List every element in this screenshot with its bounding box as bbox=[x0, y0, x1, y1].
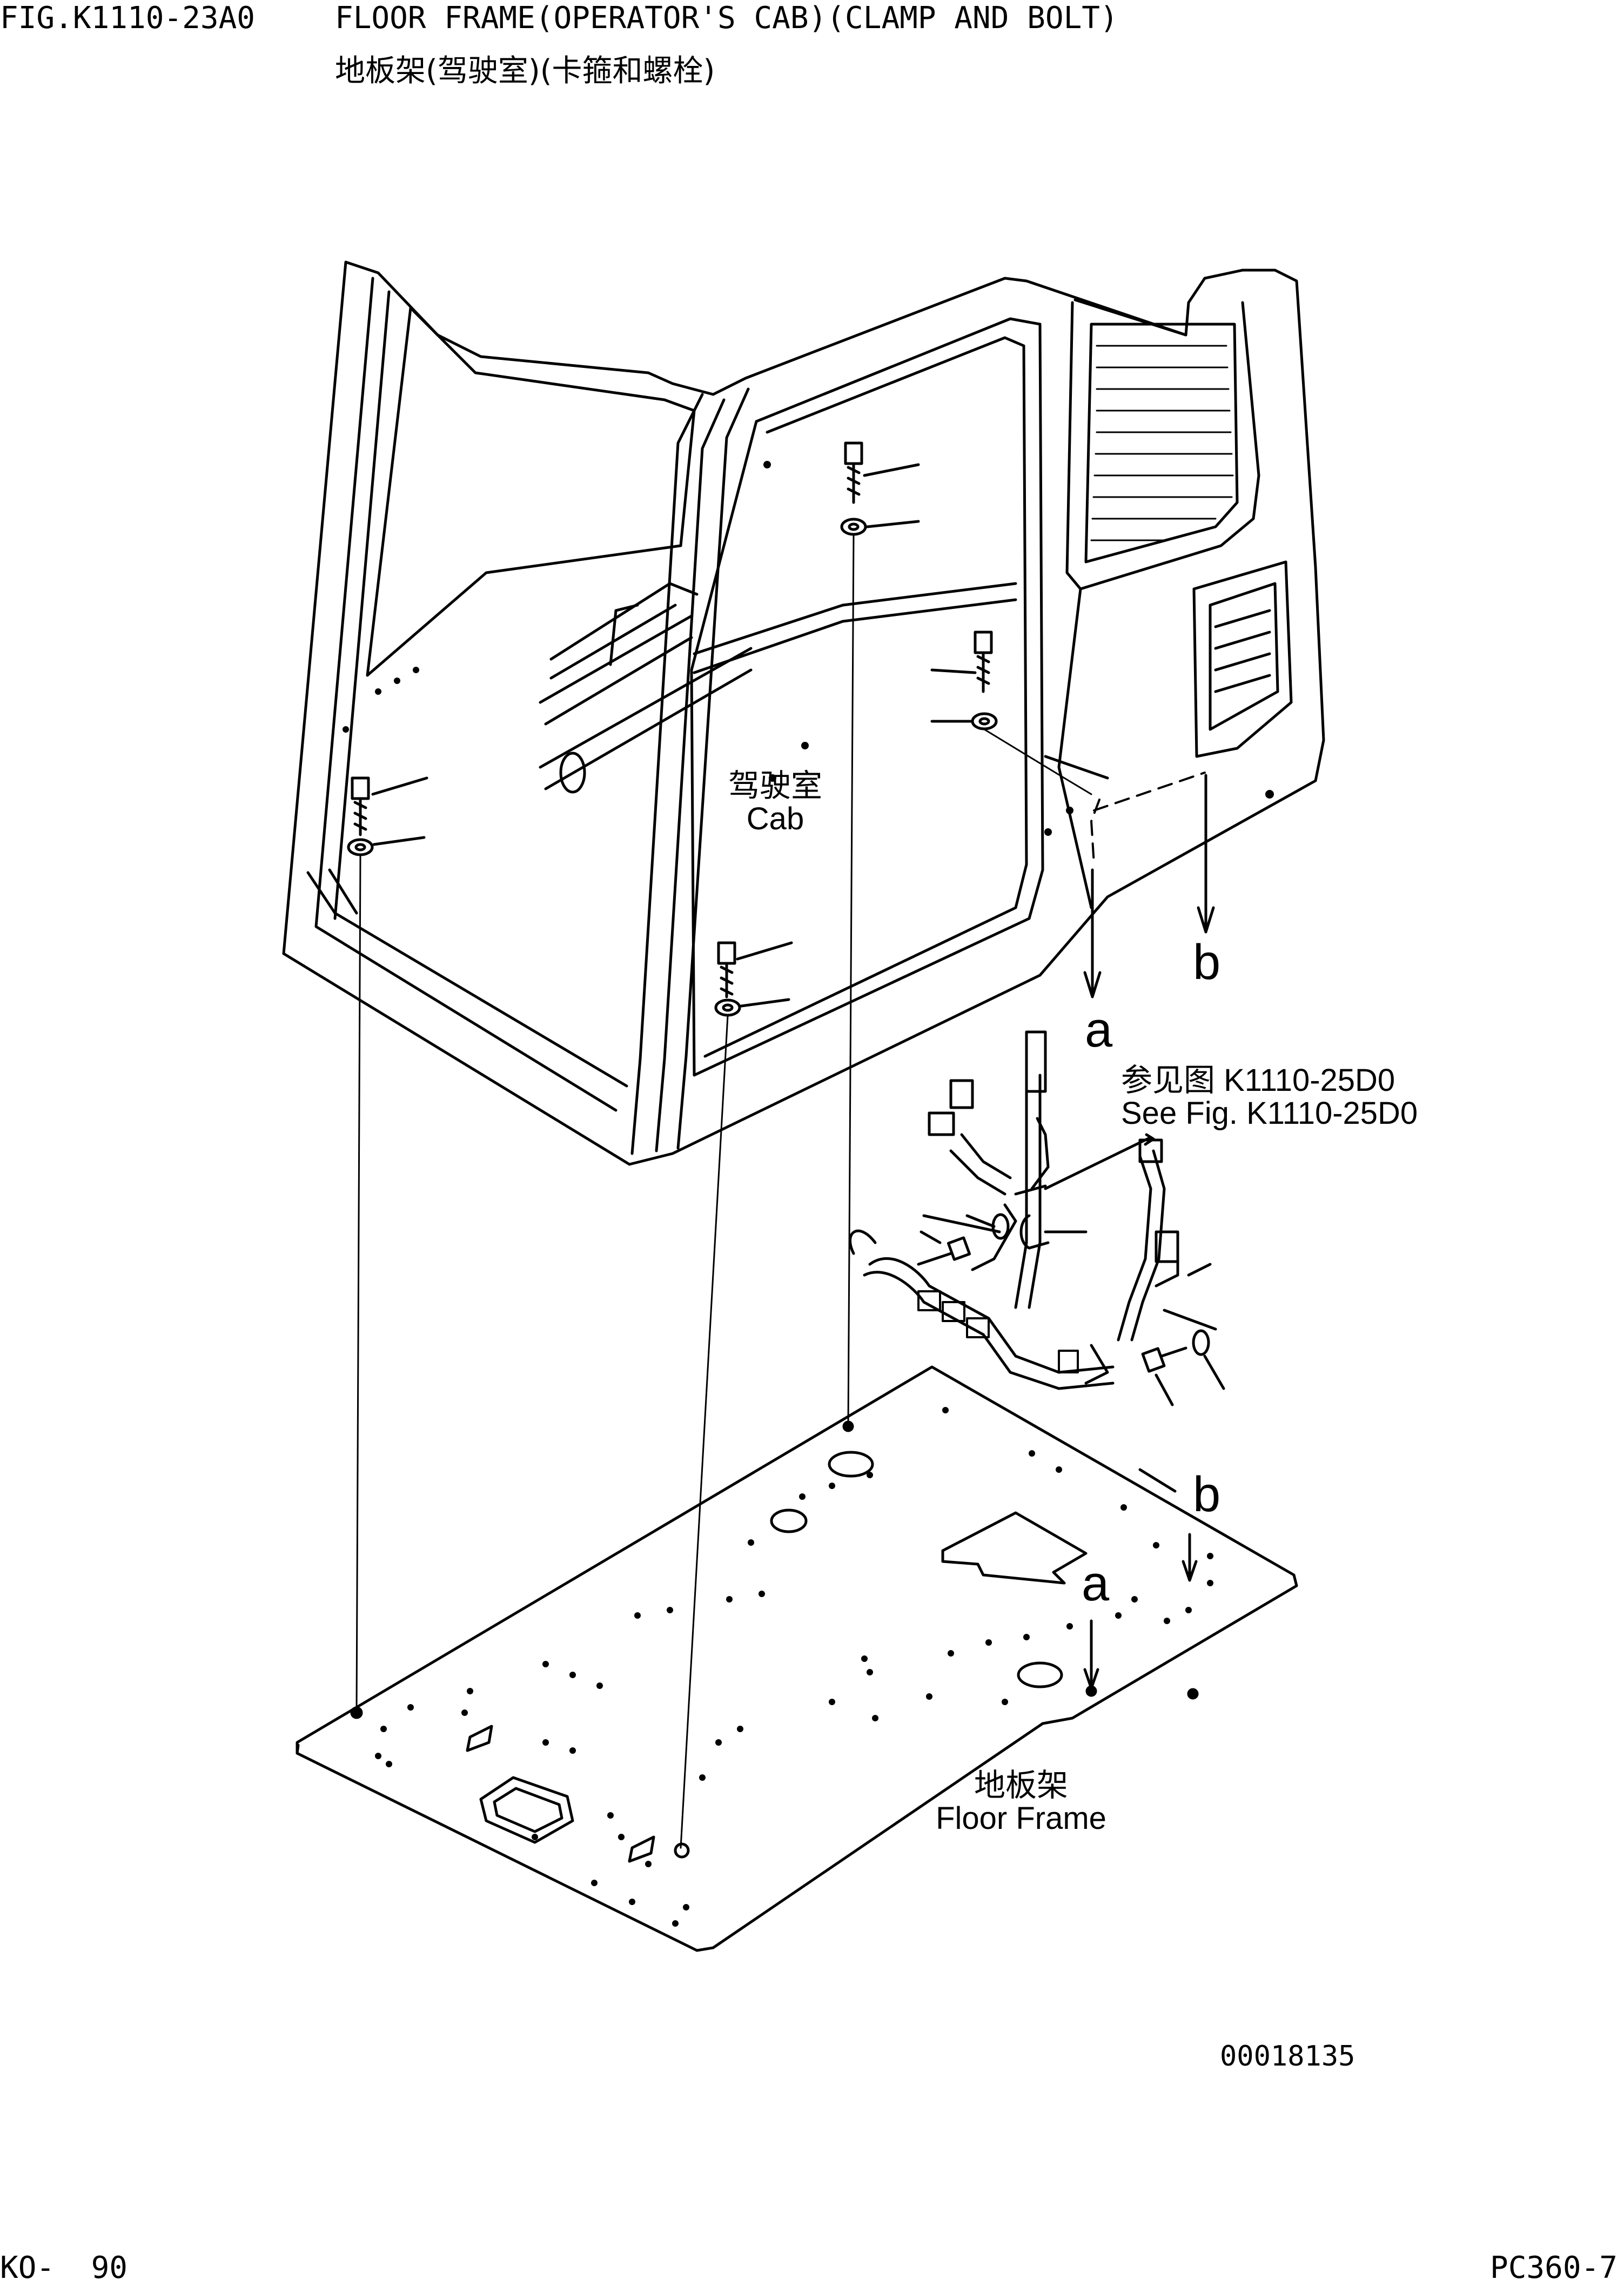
floor-frame-label-en: Floor Frame bbox=[936, 1800, 1106, 1836]
cab-label-en: Cab bbox=[746, 801, 804, 836]
marker-b-upper: b bbox=[1193, 935, 1221, 990]
bolt-front-left bbox=[351, 776, 428, 836]
marker-leaders bbox=[1090, 772, 1206, 866]
marker-b-lower: b bbox=[1193, 1467, 1221, 1522]
floor-frame bbox=[296, 1365, 1298, 1952]
see-figure-reference-en: See Fig. K1110-25D0 bbox=[1121, 1095, 1418, 1131]
marker-a-lower: a bbox=[1082, 1556, 1110, 1611]
figure-title-en: FLOOR FRAME(OPERATOR'S CAB)(CLAMP AND BO… bbox=[335, 1, 1118, 36]
floor-frame-label-zh: 地板架 bbox=[974, 1768, 1068, 1803]
page-number: KO- 90 bbox=[0, 2250, 128, 2285]
figure-title-zh: 地板架(驾驶室)(卡箍和螺栓) bbox=[335, 53, 715, 89]
see-figure-reference: 参见图 K1110-25D0 See Fig. K1110-25D0 bbox=[1121, 1064, 1418, 1130]
washer-rear-left bbox=[840, 518, 920, 536]
figure-code: FIG.K1110-23A0 bbox=[0, 1, 256, 36]
floor-frame-holes bbox=[375, 1407, 1213, 1927]
bolt-front-right bbox=[717, 941, 793, 998]
marker-a-upper: a bbox=[1085, 1002, 1113, 1057]
illustration-number: 00018135 bbox=[1220, 2040, 1355, 2073]
washer-rear-right bbox=[930, 712, 998, 730]
wiring-harness bbox=[849, 1030, 1179, 1390]
see-figure-reference-zh: 参见图 K1110-25D0 bbox=[1121, 1063, 1395, 1098]
marker-arrows bbox=[1083, 774, 1215, 1690]
model-number: PC360-7 bbox=[1490, 2250, 1618, 2285]
cab-label-zh: 驾驶室 bbox=[728, 768, 822, 803]
harness-bolt-left bbox=[917, 1214, 1001, 1266]
harness-washer-left bbox=[965, 1213, 1010, 1240]
cab-body bbox=[282, 260, 1325, 1166]
bolt-rear-right bbox=[930, 631, 993, 693]
floor-frame-label: 地板架 Floor Frame bbox=[929, 1769, 1113, 1835]
cab-label: 驾驶室 Cab bbox=[716, 768, 835, 836]
harness-bolt-right bbox=[1141, 1263, 1217, 1406]
harness-clamp bbox=[1014, 1133, 1155, 1250]
bolt-rear-left bbox=[844, 441, 920, 504]
washer-front-right bbox=[714, 998, 790, 1017]
alignment-lines bbox=[355, 534, 1092, 1849]
harness-washer-right bbox=[1192, 1329, 1225, 1390]
washer-front-left bbox=[347, 836, 426, 856]
